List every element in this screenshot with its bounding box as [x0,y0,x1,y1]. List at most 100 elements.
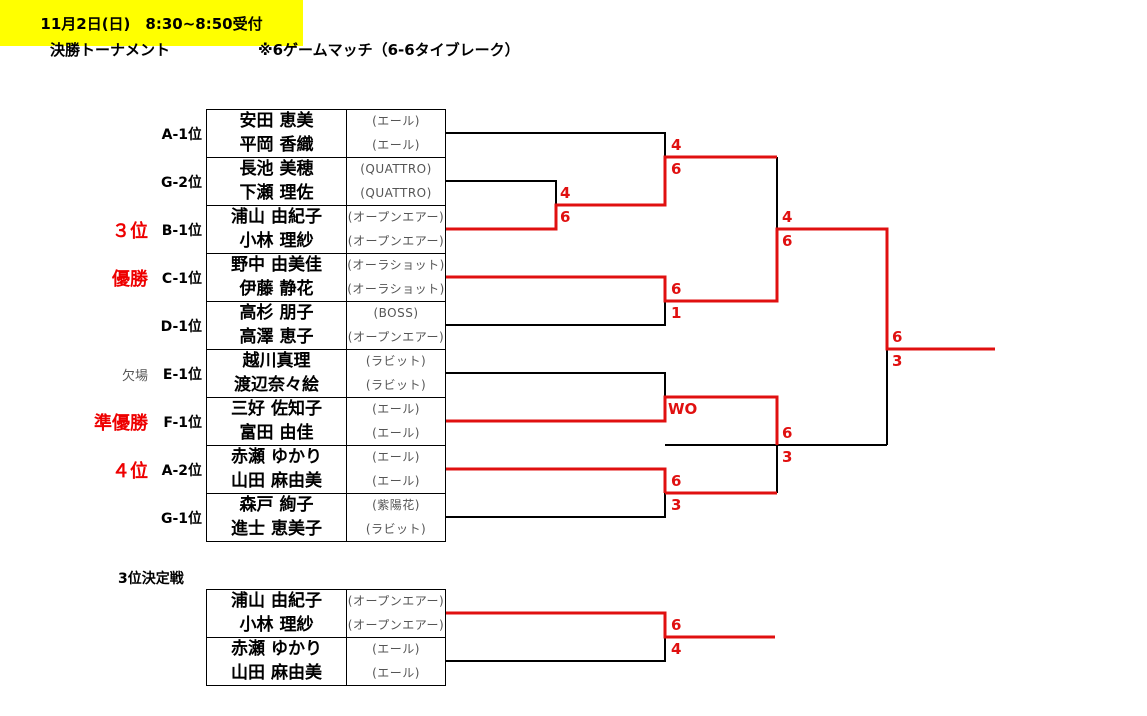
score: WO [668,400,698,418]
draw-table: 安田 恵美平岡 香織(エール)(エール)長池 美穂下瀬 理佐(QUATTRO)(… [206,109,446,542]
player-club: (オーラショット) [347,281,445,296]
pair-row: 森戸 絢子進士 恵美子 (紫陽花) (ラビット) [207,494,445,542]
player-name: 進士 恵美子 [231,518,322,539]
player-club: (オープンエアー) [347,233,445,248]
player-club: (エール) [372,665,420,680]
player-name: 伊藤 静花 [239,278,314,299]
player-club: (オーラショット) [347,258,445,272]
seed-label: A-1位 [161,127,202,143]
player-name: 浦山 由紀子 [231,207,322,227]
player-name: 富田 由佳 [239,422,314,443]
bracket-line [665,444,778,493]
seed-label: G-2位 [160,175,202,191]
player-club: (ラビット) [365,521,427,536]
player-club: (オープンエアー) [347,210,445,224]
score: 3 [671,496,682,514]
player-name: 小林 理紗 [239,230,314,251]
bracket-line [446,180,557,205]
player-club: (エール) [372,425,420,440]
seed-label: F-1位 [163,415,202,431]
player-club: (QUATTRO) [360,185,432,200]
names-cell: 野中 由美佳伊藤 静花 [207,254,347,301]
pair-row: 三好 佐知子富田 由佳 (エール) (エール) [207,398,445,446]
score: 4 [560,184,571,202]
score: 4 [671,136,682,154]
player-name: 浦山 由紀子 [231,591,322,611]
clubs-cell: (紫陽花) (ラビット) [347,494,445,541]
winner-line [446,227,995,351]
names-cell: 高杉 朋子高澤 恵子 [207,302,347,349]
match-rule: ※6ゲームマッチ（6-6タイブレーク） [258,41,520,59]
player-name: 渡辺奈々絵 [234,374,319,395]
result-label: ３位 [112,221,148,242]
player-club: (QUATTRO) [360,162,432,176]
clubs-cell: (QUATTRO) (QUATTRO) [347,158,445,205]
clubs-cell: (エール) (エール) [347,638,445,685]
player-club: (紫陽花) [372,498,420,512]
names-cell: 赤瀬 ゆかり山田 麻由美 [207,446,347,493]
names-cell: 長池 美穂下瀬 理佐 [207,158,347,205]
score: 1 [671,304,682,322]
player-name: 高澤 恵子 [239,326,314,347]
score: 6 [671,616,682,634]
pair-row: 浦山 由紀子小林 理紗(オープンエアー)(オープンエアー) [207,206,445,254]
seed-label: C-1位 [161,271,202,287]
pair-row: 越川真理渡辺奈々絵 (ラビット) (ラビット) [207,350,445,398]
names-cell: 浦山 由紀子小林 理紗 [207,590,347,637]
tournament-title: 決勝トーナメント [50,41,171,59]
player-club: (オープンエアー) [347,617,445,632]
clubs-cell: (オープンエアー) (オープンエアー) [347,590,445,637]
names-cell: 赤瀬 ゆかり山田 麻由美 [207,638,347,685]
player-name: 平岡 香織 [239,134,314,155]
result-label: 優勝 [112,269,148,290]
score: 6 [671,280,682,298]
player-name: 小林 理紗 [239,614,314,635]
player-club: (エール) [372,473,420,488]
player-name: 野中 由美佳 [231,255,322,275]
names-cell: 浦山 由紀子小林 理紗 [207,206,347,253]
pair-row: 浦山 由紀子小林 理紗(オープンエアー)(オープンエアー) [207,590,445,638]
score: 3 [782,448,793,466]
score: 6 [782,232,793,250]
player-name: 赤瀬 ゆかり [231,447,322,467]
date-banner: 11月2日(日) 8:30~8:50受付 [0,0,303,46]
score: 6 [560,208,571,226]
player-club: (ラビット) [365,377,427,392]
seed-label: B-1位 [161,223,202,239]
player-name: 森戸 絢子 [239,495,314,515]
player-club: (エール) [372,402,420,416]
pair-row: 長池 美穂下瀬 理佐 (QUATTRO) (QUATTRO) [207,158,445,206]
seed-label: E-1位 [162,367,202,383]
bracket-line [446,132,666,157]
player-club: (エール) [372,642,420,656]
player-name: 長池 美穂 [239,159,314,179]
names-cell: 安田 恵美平岡 香織 [207,110,347,157]
pair-row: 高杉 朋子高澤 恵子(BOSS)(オープンエアー) [207,302,445,350]
clubs-cell: (エール) (エール) [347,398,445,445]
bracket-line [446,637,666,662]
clubs-cell: (ラビット) (ラビット) [347,350,445,397]
score: 6 [782,424,793,442]
winner-line [446,611,775,639]
score: 4 [671,640,682,658]
clubs-cell: (オーラショット) (オーラショット) [347,254,445,301]
names-cell: 三好 佐知子富田 由佳 [207,398,347,445]
names-cell: 森戸 絢子進士 恵美子 [207,494,347,541]
names-cell: 越川真理渡辺奈々絵 [207,350,347,397]
pair-row: 安田 恵美平岡 香織(エール)(エール) [207,110,445,158]
player-name: 下瀬 理佐 [239,182,314,203]
player-club: (オープンエアー) [347,594,445,608]
clubs-cell: (オープンエアー) (オープンエアー) [347,206,445,253]
player-club: (BOSS) [373,306,419,320]
player-name: 安田 恵美 [239,111,314,131]
score: 6 [892,328,903,346]
clubs-cell: (エール)(エール) [347,446,445,493]
clubs-cell: (エール)(エール) [347,110,445,157]
result-label: 欠場 [121,369,148,384]
score: 4 [782,208,793,226]
player-club: (エール) [372,137,420,152]
player-club: (ラビット) [365,354,427,368]
winner-line [446,467,667,493]
seed-label: D-1位 [160,319,202,335]
